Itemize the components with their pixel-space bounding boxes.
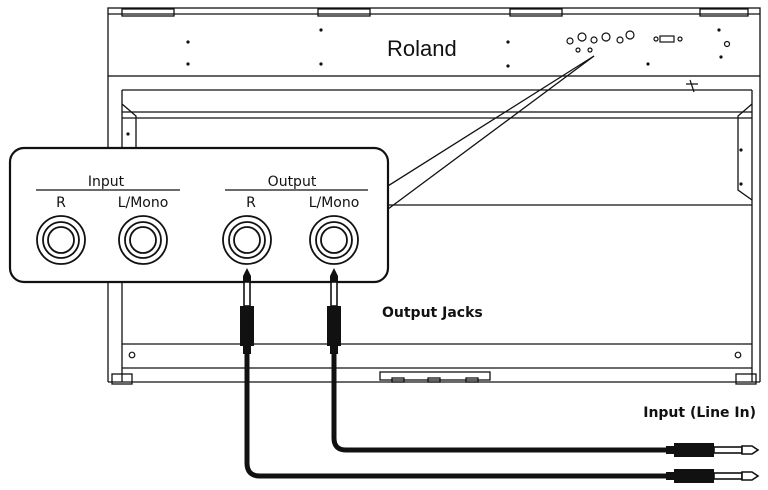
bottom-screw-right xyxy=(734,351,742,359)
foot-left xyxy=(111,373,133,385)
jack-label-output-r: R xyxy=(246,195,256,211)
cable-left-channel xyxy=(331,352,668,453)
hinge-right xyxy=(699,8,749,17)
plug-line-in-left xyxy=(666,443,760,457)
foot-right xyxy=(735,373,757,385)
input-line-in-callout: Input (Line In) xyxy=(643,405,756,421)
pedal-bar xyxy=(379,371,491,381)
bottom-screw-left xyxy=(128,351,136,359)
panel-screws xyxy=(126,28,743,186)
bracket-right xyxy=(737,103,753,201)
output-jacks-callout: Output Jacks xyxy=(382,305,483,321)
rear-connector-cluster xyxy=(566,30,731,93)
jack-input-lmono[interactable] xyxy=(118,215,168,265)
hinge-left xyxy=(121,8,175,17)
hinge-center-left xyxy=(317,8,371,17)
input-group-label: Input xyxy=(88,174,125,190)
jack-label-output-lmono: L/Mono xyxy=(309,195,360,211)
cable-right-channel xyxy=(244,352,668,479)
brand-logo-text: Roland xyxy=(387,36,457,61)
jack-output-lmono[interactable] xyxy=(309,215,359,265)
hinge-center-right xyxy=(509,8,563,17)
piano-top-band xyxy=(107,7,761,77)
output-group-label: Output xyxy=(268,174,317,190)
plug-output-r xyxy=(240,268,254,354)
callout-leader xyxy=(371,55,595,213)
jack-label-input-r: R xyxy=(56,195,66,211)
jack-label-input-lmono: L/Mono xyxy=(118,195,169,211)
plug-output-lmono xyxy=(327,268,341,354)
jack-input-r[interactable] xyxy=(36,215,86,265)
jack-panel-magnified: Input Output R L/Mono R L/Mono xyxy=(8,146,390,284)
plug-line-in-right xyxy=(666,469,760,483)
jack-output-r[interactable] xyxy=(222,215,272,265)
